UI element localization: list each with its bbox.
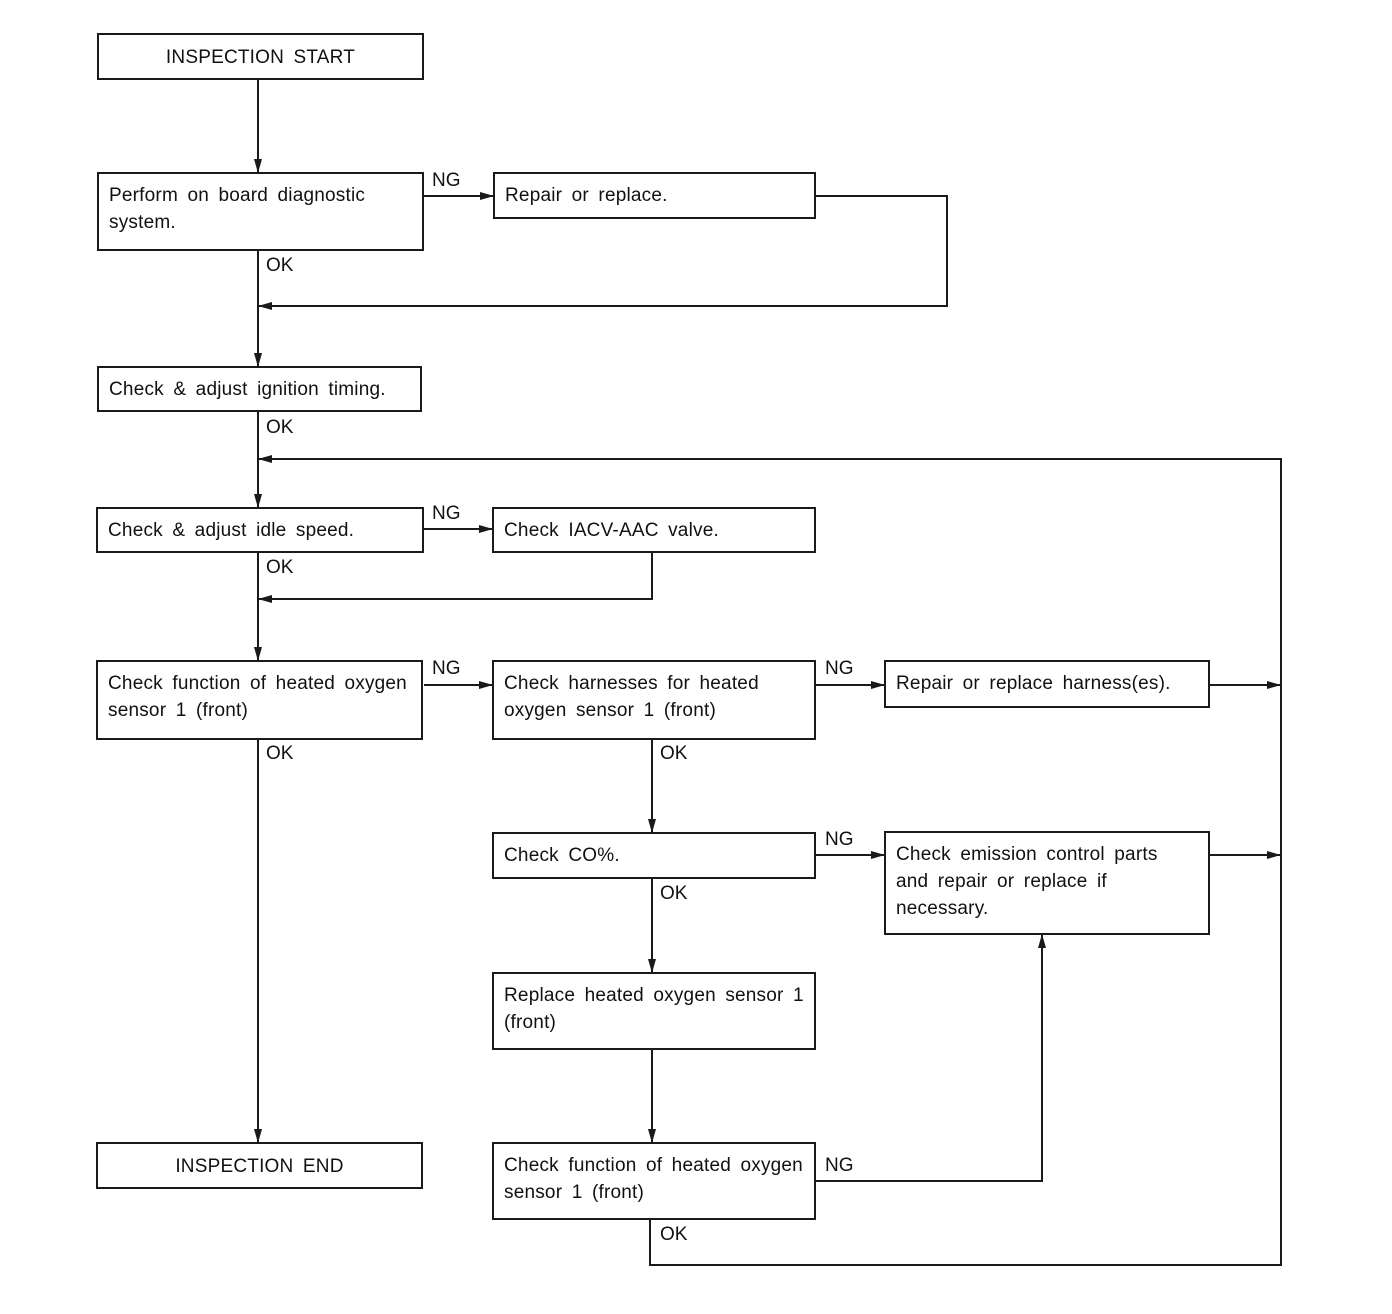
iacv-aac-valve-box: Check IACV-AAC valve. [492, 507, 816, 553]
harness-repair-box: Repair or replace harness(es). [884, 660, 1210, 708]
ignition-timing-box: Check & adjust ignition timing. [97, 366, 422, 412]
recheck-ng-label: NG [825, 1155, 854, 1176]
replace-o2-sensor-box: Replace heated oxygen sensor 1 (front) [492, 972, 816, 1050]
idle-ng-label: NG [432, 503, 461, 524]
co-ok-label: OK [660, 883, 688, 904]
inspection-end-box: INSPECTION END [96, 1142, 423, 1189]
harness-ok-label: OK [660, 743, 688, 764]
o2-recheck-box: Check function of heated oxygen sensor 1… [492, 1142, 816, 1220]
diagnostic-ok-label: OK [266, 255, 294, 276]
harness-ng-label: NG [825, 658, 854, 679]
harness-check-box: Check harnesses for heated oxygen sensor… [492, 660, 816, 740]
return-loop-to-idle [258, 455, 1282, 1266]
idle-ok-label: OK [266, 557, 294, 578]
ignition-ok-label: OK [266, 417, 294, 438]
return-repair-to-main [258, 195, 948, 310]
return-iacv-to-main [258, 553, 653, 603]
emission-parts-box: Check emission control parts and repair … [884, 831, 1210, 935]
co-check-box: Check CO%. [492, 832, 816, 879]
recheck-ok-label: OK [660, 1224, 688, 1245]
o2-function-check-box: Check function of heated oxygen sensor 1… [96, 660, 423, 740]
o2-ng-label: NG [432, 658, 461, 679]
inspection-start-box: INSPECTION START [97, 33, 424, 80]
diagnostic-ng-label: NG [432, 170, 461, 191]
arrow-recheck-ng [816, 934, 1046, 1182]
o2-ok-label: OK [266, 743, 294, 764]
idle-speed-box: Check & adjust idle speed. [96, 507, 424, 553]
co-ng-label: NG [825, 829, 854, 850]
repair-or-replace-box: Repair or replace. [493, 172, 816, 219]
on-board-diagnostic-box: Perform on board diagnostic system. [97, 172, 424, 251]
